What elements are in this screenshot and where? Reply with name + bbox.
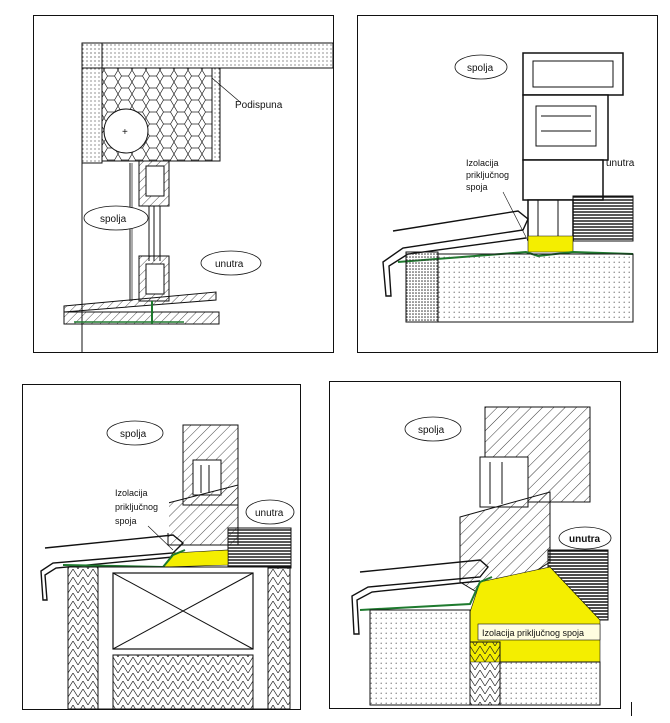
label-unutra: unutra (215, 259, 244, 270)
section-drawing-top-left: + Podispuna spolja unutra (63, 42, 333, 352)
detail-panel-top-left: + Podispuna spolja unutra (33, 15, 334, 353)
text-cursor (631, 702, 632, 716)
section-drawing-bottom-right: spolja unutra Izolacija priključnog spoj… (351, 406, 612, 706)
label-izolacija-line3: spoja (115, 516, 137, 526)
label-spolja: spolja (467, 63, 494, 74)
detail-panel-top-right: spolja unutra Izolacija priključnog spoj… (357, 15, 658, 353)
label-unutra: unutra (569, 534, 601, 545)
label-izolacija-line2: priključnog (466, 170, 509, 180)
roller-shutter-drum (103, 108, 149, 154)
label-spolja: spolja (100, 214, 127, 225)
label-izolacija-line1: Izolacija (466, 158, 499, 168)
section-drawing-bottom-left: spolja unutra Izolacija priključnog spoj… (40, 420, 295, 709)
label-izolacija-line3: spoja (466, 182, 488, 192)
label-izolacija-line1: Izolacija (115, 488, 148, 498)
label-podispuna: Podispuna (235, 100, 283, 111)
label-spolja: spolja (120, 429, 147, 440)
detail-panel-bottom-right: spolja unutra Izolacija priključnog spoj… (329, 381, 621, 709)
label-izolacija-line2: priključnog (115, 502, 158, 512)
connection-insulation (527, 235, 574, 253)
label-unutra: unutra (606, 158, 635, 169)
ceiling-slab (81, 42, 333, 69)
label-spolja: spolja (418, 425, 445, 436)
label-unutra: unutra (255, 508, 284, 519)
label-izolacija: Izolacija priključnog spoja (482, 628, 584, 638)
svg-text:+: + (122, 127, 128, 138)
section-drawing-top-right: spolja unutra Izolacija priključnog spoj… (382, 52, 635, 323)
detail-panel-bottom-left: spolja unutra Izolacija priključnog spoj… (22, 384, 301, 710)
